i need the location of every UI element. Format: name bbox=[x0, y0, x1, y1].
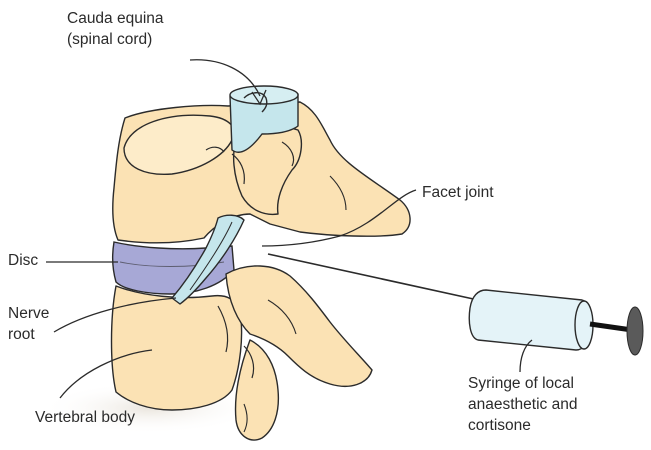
syringe-plunger-head bbox=[627, 307, 643, 355]
label-syringe: Syringe of local anaesthetic and cortiso… bbox=[468, 373, 577, 436]
label-nerve-root-line2: root bbox=[8, 324, 49, 345]
lower-spinous-process bbox=[236, 340, 279, 440]
label-nerve-root: Nerve root bbox=[8, 303, 49, 345]
label-disc: Disc bbox=[8, 250, 38, 271]
label-facet-joint: Facet joint bbox=[422, 182, 494, 203]
syringe-plunger-rod bbox=[590, 324, 632, 330]
label-syringe-line3: cortisone bbox=[468, 415, 577, 436]
label-syringe-line2: anaesthetic and bbox=[468, 394, 577, 415]
label-syringe-line1: Syringe of local bbox=[468, 373, 577, 394]
label-nerve-root-line1: Nerve bbox=[8, 303, 49, 324]
label-cauda-equina: Cauda equina (spinal cord) bbox=[67, 8, 164, 50]
label-cauda-equina-line1: Cauda equina bbox=[67, 8, 164, 29]
label-cauda-equina-line2: (spinal cord) bbox=[67, 29, 164, 50]
label-vertebral-body: Vertebral body bbox=[35, 407, 135, 428]
